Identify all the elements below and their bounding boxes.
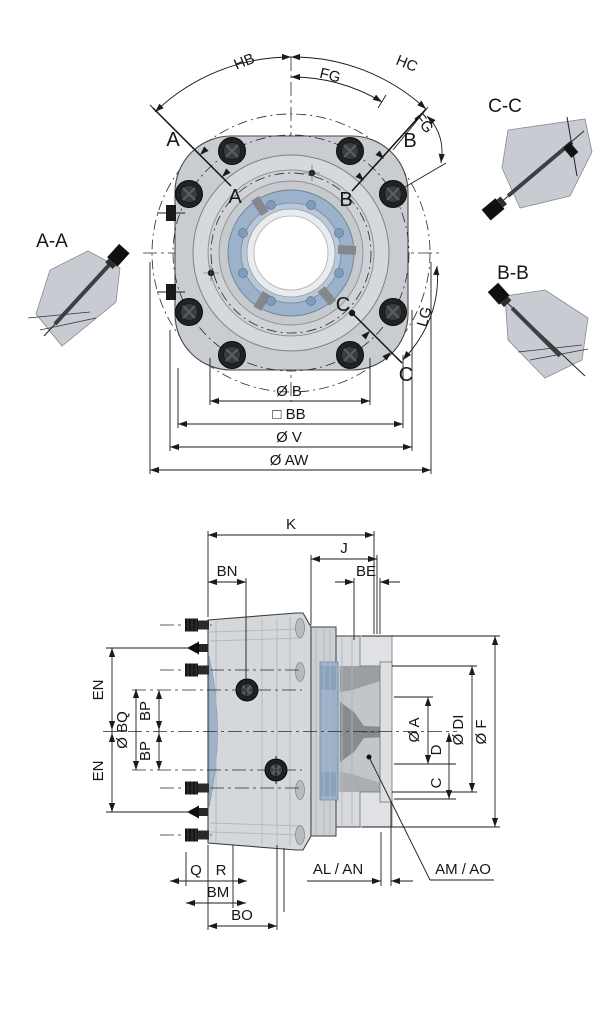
dim-bp: BP BP <box>137 690 163 770</box>
dim-q-r: Q R <box>170 862 247 885</box>
dim-d-c: D C <box>428 733 453 799</box>
output-ring-top <box>359 635 393 667</box>
bearing-bolt-holes <box>238 200 344 306</box>
detail-bb-slab <box>504 289 589 379</box>
dim-label-bn: BN <box>217 563 238 580</box>
dim-bn: BN <box>208 563 247 700</box>
dim-dia-f: Ø F <box>473 636 499 827</box>
detail-label-cc: C-C <box>488 96 522 117</box>
dim-label-dia-di: Ø DI <box>450 715 467 746</box>
bearing-block-bottom <box>321 772 336 796</box>
corner-holes <box>295 618 305 845</box>
dim-label-dia-b: Ø B <box>276 383 302 400</box>
detail-bb-tick <box>517 344 583 353</box>
dim-bo: BO <box>208 907 277 930</box>
section-label-a-inner: A <box>228 186 242 208</box>
bearing-band <box>319 661 339 801</box>
section-label-c-outer: C <box>399 364 413 386</box>
detail-aa-tick2 <box>39 317 97 331</box>
dim-label-en-bottom: EN <box>90 761 107 782</box>
section-label-b-outer: B <box>403 130 416 152</box>
detail-aa-screw-head <box>105 243 130 270</box>
dim-dia-a: Ø A <box>406 697 432 764</box>
detail-bb-screw-head <box>487 282 512 308</box>
output-disc-face <box>379 661 393 803</box>
dim-label-hc: HC <box>393 52 420 76</box>
dim-label-bo: BO <box>231 907 253 924</box>
section-cut-b: B B <box>339 108 427 211</box>
dim-label-hb: HB <box>231 50 257 74</box>
bearing-block-top <box>321 666 336 690</box>
dim-label-dia-v: Ø V <box>276 429 302 446</box>
detail-cc-shaft <box>506 140 574 198</box>
dim-dia-di: Ø DI <box>450 666 476 792</box>
dim-label-am-ao: AM / AO <box>435 861 491 878</box>
detail-cc-pin-head <box>563 142 579 158</box>
side-screws <box>184 618 210 842</box>
bolt-circle <box>172 134 410 372</box>
dim-am-ao: AM / AO <box>366 754 494 881</box>
cavity-lower-wall <box>340 772 390 792</box>
section-label-c-inner: C <box>336 294 350 316</box>
cavity-upper-wall <box>340 666 390 692</box>
dim-label-dia-a: Ø A <box>406 717 423 742</box>
pin-holes <box>203 165 356 317</box>
section-cut-c: C C <box>336 294 413 386</box>
detail-label-bb: B-B <box>497 263 529 284</box>
dim-label-bb: □ BB <box>272 406 305 423</box>
diameter-dimensions: Ø B □ BB Ø V Ø AW <box>149 262 432 474</box>
flange-front-view: A A B B C C HB HC <box>143 50 447 474</box>
detail-cc-screw-head <box>481 196 507 221</box>
dim-label-al-an: AL / AN <box>313 861 363 878</box>
dim-label-dia-aw: Ø AW <box>270 452 309 469</box>
dim-k: K <box>207 516 375 634</box>
dim-label-bp-bottom: BP <box>137 741 154 761</box>
dim-label-lg: LG <box>414 305 436 329</box>
ring-tabs <box>251 196 357 312</box>
dim-label-q: Q <box>190 862 202 879</box>
dim-al-an: AL / AN <box>307 861 413 885</box>
dim-label-be: BE <box>356 563 376 580</box>
edge-keys <box>157 205 185 300</box>
right-extension-lines <box>362 635 500 828</box>
dim-label-fg-inner: FG <box>318 65 342 87</box>
outer-diameter-circle <box>151 113 431 393</box>
gearbox-side-view: K J BN BE EN EN Ø BQ BP BP <box>90 516 500 930</box>
detail-view-cc: C-C <box>481 96 593 221</box>
dim-en: EN EN <box>90 647 190 813</box>
detail-aa-tick <box>27 311 91 319</box>
dim-bm: BM <box>186 884 246 907</box>
center-bore <box>253 215 329 291</box>
detail-view-bb: B-B <box>487 263 589 379</box>
section-label-b-inner: B <box>339 189 352 211</box>
detail-bb-tick2 <box>529 348 589 361</box>
detail-aa-shaft <box>53 262 112 326</box>
bottom-extension-lines <box>185 802 392 930</box>
dim-j: J <box>310 540 378 634</box>
pin-circle <box>210 172 372 334</box>
dim-label-en-top: EN <box>90 680 107 701</box>
dim-label-j: J <box>340 540 348 557</box>
dim-label-bp-top: BP <box>137 701 154 721</box>
dim-label-c: C <box>428 777 445 788</box>
dim-bq: Ø BQ <box>114 689 140 770</box>
dim-be: BE <box>335 563 400 640</box>
dim-label-d: D <box>428 744 445 755</box>
dim-label-bm: BM <box>207 884 230 901</box>
dim-label-dia-f: Ø F <box>473 720 490 745</box>
detail-view-aa: A-A <box>27 231 130 347</box>
dim-label-r: R <box>216 862 227 879</box>
detail-label-aa: A-A <box>36 231 68 252</box>
dim-label-k: K <box>286 516 296 533</box>
section-label-a-outer: A <box>166 129 180 151</box>
dim-label-bq: Ø BQ <box>114 711 131 749</box>
